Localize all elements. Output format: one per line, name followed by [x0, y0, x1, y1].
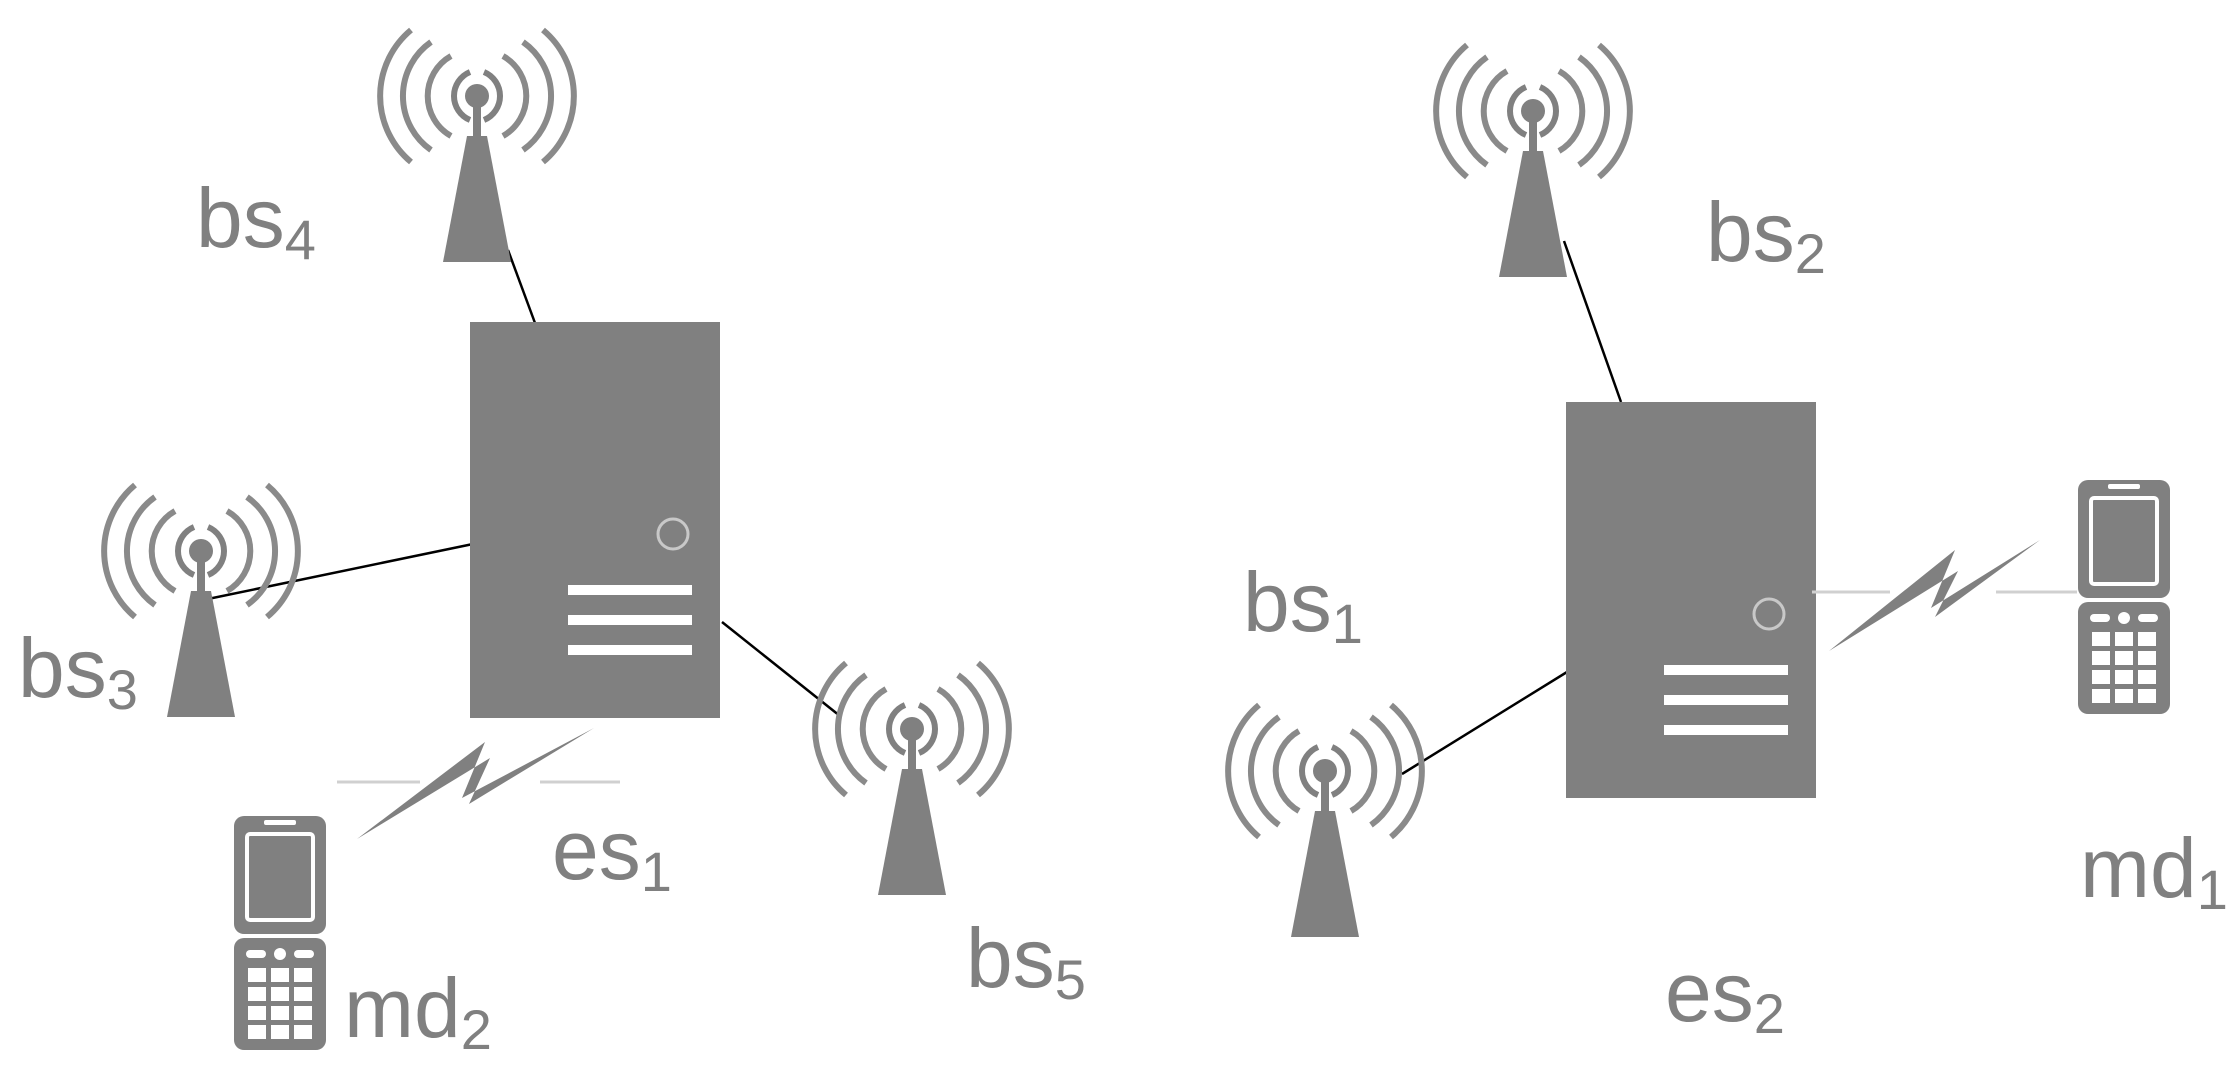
antenna-tower-icon [1436, 45, 1630, 277]
label-bs2: bs2 [1706, 185, 1826, 285]
server-tower-icon [1564, 400, 1818, 800]
label-md2: md2 [344, 961, 492, 1061]
antenna-tower-icon [380, 30, 574, 262]
wired-link-es2-bs2 [1562, 240, 1623, 403]
lightning-bolt-icon [1812, 540, 2077, 651]
flip-phone-icon [2076, 478, 2172, 716]
label-bs5: bs5 [966, 911, 1086, 1011]
lightning-bolt-icon [337, 728, 620, 839]
label-bs1: bs1 [1243, 555, 1363, 655]
wired-link-es1-bs3 [202, 542, 474, 602]
label-bs4: bs4 [196, 171, 316, 271]
label-es2: es2 [1665, 945, 1785, 1045]
label-bs3: bs3 [18, 621, 138, 721]
wired-link-es2-bs1 [1401, 670, 1568, 776]
wired-link-es1-bs4 [506, 249, 537, 324]
flip-phone-icon [232, 814, 328, 1052]
server-tower-icon [468, 320, 722, 720]
label-md1: md1 [2080, 821, 2228, 921]
antenna-tower-icon [1228, 705, 1422, 937]
label-es1: es1 [552, 803, 672, 903]
antenna-tower-icon [815, 663, 1009, 895]
